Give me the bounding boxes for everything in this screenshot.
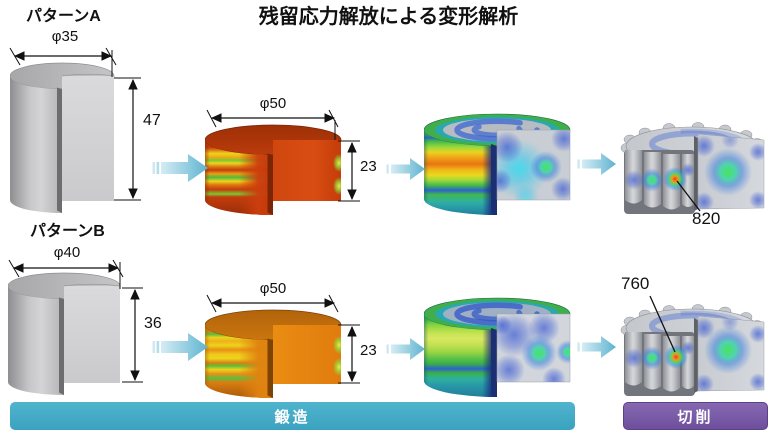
forging-stage-label: 鍛造 — [274, 408, 311, 426]
forged-disc-b — [205, 309, 342, 398]
process-arrow — [152, 333, 208, 361]
forged-b-diameter-label: φ50 — [259, 280, 287, 297]
forging-stage-bar: 鍛造 — [10, 402, 575, 430]
gear-b-face-blobs — [698, 316, 764, 391]
forged-a-face-hotspots — [333, 154, 341, 195]
pattern-a-label: パターンA — [26, 8, 101, 25]
contour-a-face-blobs — [497, 130, 570, 200]
billet-a-diameter-label: φ35 — [51, 28, 79, 45]
machined-gear-b — [620, 304, 765, 396]
page-title: 残留応力解放による変形解析 — [258, 6, 519, 28]
contour-b-face-blobs — [497, 314, 570, 382]
billet-cylinder-b — [8, 272, 121, 395]
gear-b-flute-blobs — [624, 341, 695, 370]
forged-b-height-label: 23 — [360, 342, 377, 359]
billet-a-height-label: 47 — [143, 112, 161, 129]
result-b-value: 760 — [621, 274, 650, 293]
billet-cylinder-a — [10, 62, 115, 213]
process-arrow — [386, 338, 425, 360]
process-arrow — [152, 154, 208, 182]
billet-b-height-label: 36 — [144, 315, 162, 332]
process-arrow — [577, 336, 616, 358]
forged-a-height-label: 23 — [360, 158, 377, 175]
forged-a-diameter-label: φ50 — [259, 95, 287, 112]
process-arrow — [386, 158, 425, 180]
gear-a-flute-blobs — [624, 163, 695, 192]
process-arrow — [577, 153, 616, 175]
stress-contour-disc-a — [424, 113, 571, 215]
machined-gear-a — [620, 122, 765, 214]
billet-b-diameter-label: φ40 — [53, 244, 81, 261]
forged-b-face-hotspots — [333, 336, 341, 376]
pattern-b-label: パターンB — [30, 223, 105, 240]
cutting-stage-bar: 切削 — [623, 402, 768, 430]
stress-contour-disc-b — [424, 297, 571, 397]
cutting-stage-label: 切削 — [677, 408, 714, 426]
result-a-value: 820 — [692, 209, 721, 228]
forged-disc-a — [205, 124, 342, 215]
